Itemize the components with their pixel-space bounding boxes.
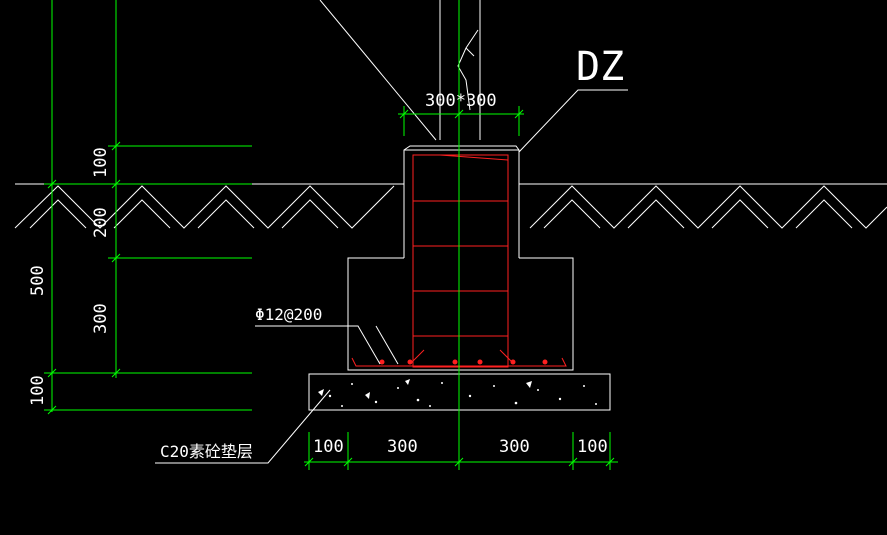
dim-vertical-500: 500 (28, 265, 48, 296)
rebar-dots (379, 359, 548, 365)
column-id-label: DZ (576, 44, 624, 90)
rebar-cage (351, 154, 567, 368)
dim-vertical-300: 300 (91, 303, 111, 334)
dim-horizontal-300-left: 300 (387, 437, 418, 457)
leaders (155, 89, 628, 464)
vertical-dimensions (44, 0, 252, 415)
dim-horizontal-100-right: 100 (577, 437, 608, 457)
dim-vertical-200: 200 (91, 207, 111, 238)
column-size-label: 300*300 (425, 91, 497, 111)
dim-horizontal-300-right: 300 (499, 437, 530, 457)
dim-vertical-100-top: 100 (91, 147, 111, 178)
horizontal-dimensions (304, 432, 618, 470)
dim-horizontal-100-left: 100 (313, 437, 344, 457)
ground-surface (14, 183, 887, 229)
rebar-spec-label: Φ12@200 (255, 305, 322, 324)
dim-vertical-100-bottom: 100 (28, 375, 48, 406)
bedding-layer-label: C20素砼垫层 (160, 442, 253, 461)
column-width-dimension (398, 106, 524, 136)
bedding-speckles (318, 379, 597, 407)
column-stub (319, 0, 481, 141)
